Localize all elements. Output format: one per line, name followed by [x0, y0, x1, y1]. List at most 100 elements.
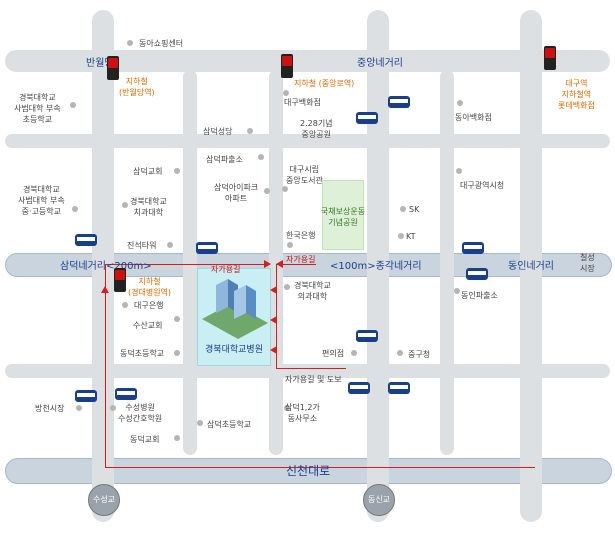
- place-dot: [70, 102, 76, 108]
- place-dot: [197, 420, 203, 426]
- place-dot: [247, 128, 253, 134]
- arrow-left-icon: [270, 316, 277, 324]
- place-dot: [76, 405, 82, 411]
- subway-sign-icon: [114, 268, 126, 292]
- place-dot: [283, 90, 289, 96]
- dongdeok-church-label: 동덕교회: [130, 435, 160, 444]
- road-col-2: [183, 70, 197, 455]
- bus-icon: [466, 268, 488, 280]
- place-dot: [127, 40, 133, 46]
- route-vertical-left: [105, 264, 106, 468]
- dongin-intersection-label: 동인네거리: [508, 261, 554, 272]
- jungang-intersection-label: 중앙네거리: [357, 58, 403, 69]
- arrow-right-icon: [264, 260, 271, 268]
- daegu-bank-label: 대구은행: [134, 301, 164, 310]
- place-dot: [398, 233, 404, 239]
- samdeok-elementary-label: 삼덕초등학교: [207, 420, 252, 429]
- place-dot: [454, 288, 460, 294]
- daegu-dept-label: 대구백화점: [284, 98, 321, 107]
- bus-icon: [348, 382, 370, 394]
- arrow-left-icon: [270, 286, 277, 294]
- car-route-label-1: 자가용길: [211, 265, 241, 274]
- dongdeok-elementary-label: 동덕초등학교: [120, 349, 165, 358]
- place-dot: [174, 316, 180, 322]
- place-dot: [351, 350, 357, 356]
- bus-icon: [196, 242, 218, 254]
- junggu-office-label: 중구청: [408, 350, 431, 359]
- jonggak-intersection-label: <100m>종각네거리: [330, 261, 422, 272]
- bus-icon: [356, 330, 378, 342]
- dongah-shopping-label: 동아쇼핑센터: [139, 39, 184, 48]
- place-dot: [397, 350, 403, 356]
- daegu-cityhall-label: 대구광역시청: [460, 181, 505, 190]
- subway-sign-icon: [107, 56, 119, 80]
- bus-icon: [75, 390, 97, 402]
- place-dot: [400, 206, 406, 212]
- bus-icon: [388, 382, 410, 394]
- hospital-block[interactable]: 경북대학교병원: [197, 268, 271, 366]
- road-col-dongin: [520, 10, 542, 522]
- place-dot: [122, 302, 128, 308]
- samdeok-church-hall-label: 삼덕성당: [203, 127, 233, 136]
- place-dot: [174, 350, 180, 356]
- kyungpook-station-label: 지하철(경대병원역): [128, 277, 172, 297]
- place-dot: [457, 100, 463, 106]
- car-route-label-2: 자가용길: [286, 255, 316, 264]
- place-dot: [110, 405, 116, 411]
- hospital-label: 경북대학교병원: [205, 345, 263, 355]
- national-debt-park: [322, 180, 364, 250]
- subway-sign-icon: [544, 46, 556, 70]
- samdeok-police-label: 삼덕파출소: [206, 155, 243, 164]
- route-bottom: [105, 467, 535, 468]
- place-dot: [264, 188, 270, 194]
- route-bottom-right: [276, 368, 346, 369]
- samdeok-church-label: 삼덕교회: [133, 167, 163, 176]
- place-dot: [167, 242, 173, 248]
- bus-icon: [115, 388, 137, 400]
- banwoldang-label: 반월당: [86, 58, 114, 69]
- road-row4: [5, 364, 610, 378]
- place-dot: [282, 186, 288, 192]
- road-col-banwol: [92, 10, 114, 522]
- bus-icon: [388, 96, 410, 108]
- arrow-left-icon: [276, 260, 283, 268]
- samdeok-intersection-label: 삼덕네거리<200m>: [60, 261, 152, 272]
- dongah-dept-label: 동아백화점: [455, 113, 492, 122]
- route-to-right: [276, 264, 316, 265]
- korea-bank-label: 한국은행: [286, 231, 316, 240]
- sk-label: SK: [409, 205, 420, 214]
- bangcheon-market-label: 방천시장: [35, 404, 65, 413]
- convenience-store-label: 편의점: [322, 349, 345, 358]
- bus-icon: [75, 234, 97, 246]
- place-dot: [174, 435, 180, 441]
- sincheondaero-label: 신천대로: [286, 464, 331, 478]
- place-dot: [456, 168, 462, 174]
- chilseong-market-label: 칠성 시장: [580, 253, 595, 273]
- car-walk-label: 자가용길 및 도보: [285, 375, 342, 384]
- suseonggyo-circle: 수성교: [88, 484, 120, 516]
- arrow-left-icon: [270, 346, 277, 354]
- road-col-dongsin: [367, 10, 389, 522]
- place-dot: [174, 168, 180, 174]
- subway-sign-icon: [281, 54, 293, 78]
- road-col-5: [440, 70, 454, 455]
- bus-icon: [462, 242, 484, 254]
- banwoldang-station-label: 지하철(반월당역): [119, 77, 155, 97]
- place-dot: [72, 206, 78, 212]
- road-row2: [5, 134, 610, 148]
- place-dot: [122, 202, 128, 208]
- place-dot: [284, 405, 290, 411]
- jinseong-tower-label: 진석타워: [127, 241, 157, 250]
- place-dot: [284, 284, 290, 290]
